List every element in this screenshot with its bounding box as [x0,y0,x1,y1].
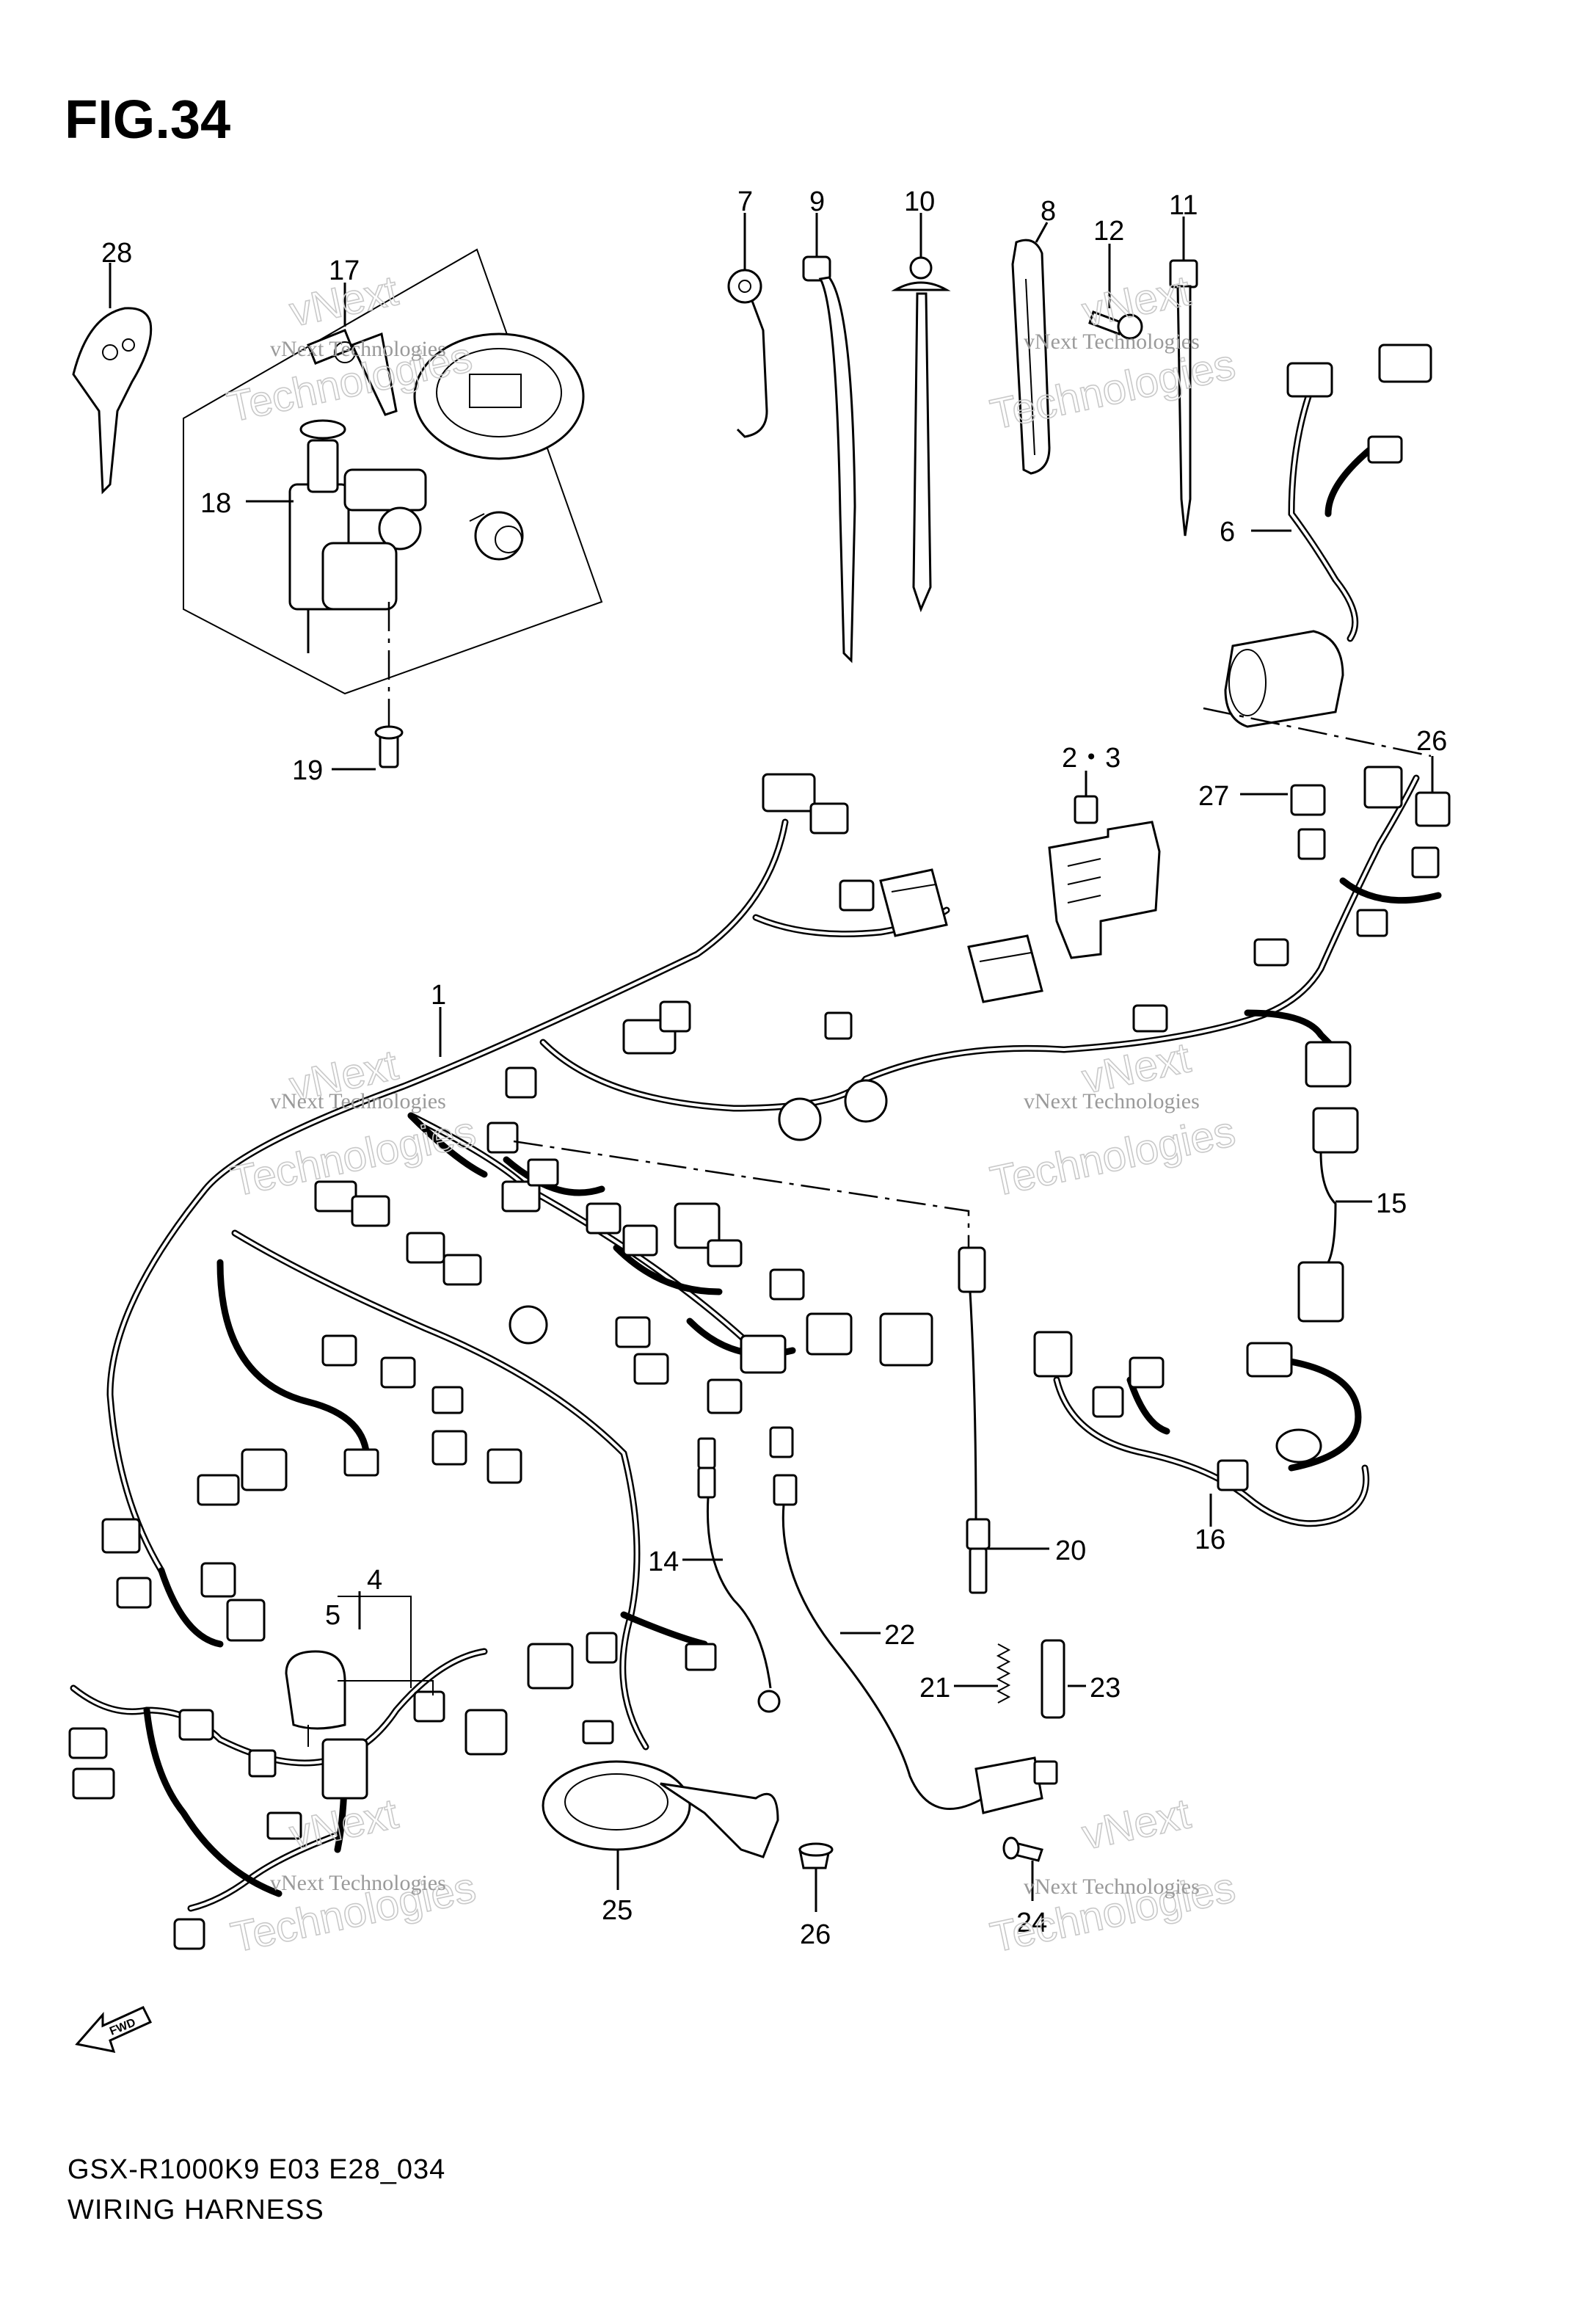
callout-1: 1 [431,980,446,1011]
sub-harness-part-15 [1033,1331,1370,1527]
svg-text:vNext Technologies: vNext Technologies [270,337,446,361]
svg-text:vNext Technologies: vNext Technologies [1024,1875,1200,1899]
spring-part-20 [996,1643,1011,1704]
watermark-bottom-right: vNext Technologies vNext Technologies [985,1789,1239,1963]
earth-lead-part-13 [697,1437,781,1713]
callout-20: 21 [919,1673,950,1704]
watermark-bottom-left: vNext Technologies vNext Technologies [226,1789,480,1963]
figure-title: FIG.34 [65,89,231,150]
svg-text:vNext Technologies: vNext Technologies [270,1871,446,1895]
sub-harness-part-14 [1297,1107,1359,1323]
callout-15: 16 [1195,1524,1225,1555]
screw-part-25 [798,1842,834,1869]
callout-23: 24 [1016,1908,1047,1938]
watermark-mid-right: vNext Technologies vNext Technologies [985,1033,1239,1207]
clamp-part-7 [727,269,768,438]
callout-19: 20 [1055,1535,1086,1566]
sub-harness-part-6 [1224,343,1432,728]
main-wiring-harness-part-1 [106,774,1442,1751]
diagram-name: WIRING HARNESS [68,2195,324,2225]
keys-on-ring [307,329,398,416]
svg-text:vNext: vNext [285,266,402,335]
callout-8: 8 [1041,196,1056,227]
svg-text:vNext Technologies: vNext Technologies [1024,330,1200,354]
leader-lines [109,213,1434,1912]
callout-9: 9 [809,186,825,217]
cable-tie-part-10 [891,256,951,613]
callout-12: 12 [1093,216,1124,247]
fwd-arrow-icon: FWD [75,2006,153,2053]
sub-harness-part-4 [68,1596,508,1950]
screw-part-23 [1002,1836,1043,1862]
screw-part-18 [374,602,404,768]
sensor-part-19 [513,1140,991,1594]
callout-2-3: 2・3 [1062,743,1121,774]
sleeve-part-21 [1041,1639,1065,1719]
callout-27: 27 [1198,781,1229,812]
callout-4: 4 [367,1565,382,1596]
clamp-part-8 [1011,239,1051,475]
callout-26: 26 [1416,726,1447,757]
svg-text:vNext Technologies: vNext Technologies [270,1089,446,1113]
ignition-switch-part-17 [288,419,427,653]
cable-tie-part-11 [1169,259,1198,537]
callout-17: 18 [200,488,231,519]
callout-11: 11 [1169,190,1198,221]
callout-16: 17 [329,255,360,286]
ignition-switch-group [72,248,603,768]
harness-connectors [101,766,1451,1745]
svg-text:vNext: vNext [1078,1789,1195,1858]
callout-28: 28 [101,238,132,269]
sensor-lead-part-22 [769,1426,1058,1814]
callout-14: 15 [1376,1188,1407,1219]
cable-tie-part-9 [802,255,856,664]
screw-part-12 [1088,310,1143,340]
callout-6: 6 [1220,517,1235,548]
callout-25: 26 [800,1919,831,1950]
callout-labels: 28 17 18 19 7 9 10 8 12 11 6 2・3 27 26 1… [101,186,1447,1950]
model-code: GSX-R1000K9 E03 E28_034 [68,2154,446,2185]
callout-22: 22 [884,1620,915,1651]
callout-13: 14 [648,1546,679,1577]
fuse-box-part-2-3 [1048,795,1161,959]
callout-18: 19 [292,755,323,786]
fuel-cap-lock-part-16 [413,332,585,460]
callout-21: 23 [1090,1673,1121,1704]
svg-text:vNext: vNext [285,1789,402,1858]
callout-10: 10 [904,186,935,217]
callout-7: 7 [737,186,753,217]
callout-24: 25 [602,1895,633,1926]
callout-5: 5 [325,1600,340,1631]
svg-text:Technologies: Technologies [986,1108,1239,1206]
key-part-28 [72,307,153,495]
svg-text:vNext Technologies: vNext Technologies [1024,1089,1200,1113]
svg-text:vNext: vNext [1078,266,1195,335]
seat-lock-cylinder [469,511,524,561]
horn-part-24 [542,1760,779,1858]
